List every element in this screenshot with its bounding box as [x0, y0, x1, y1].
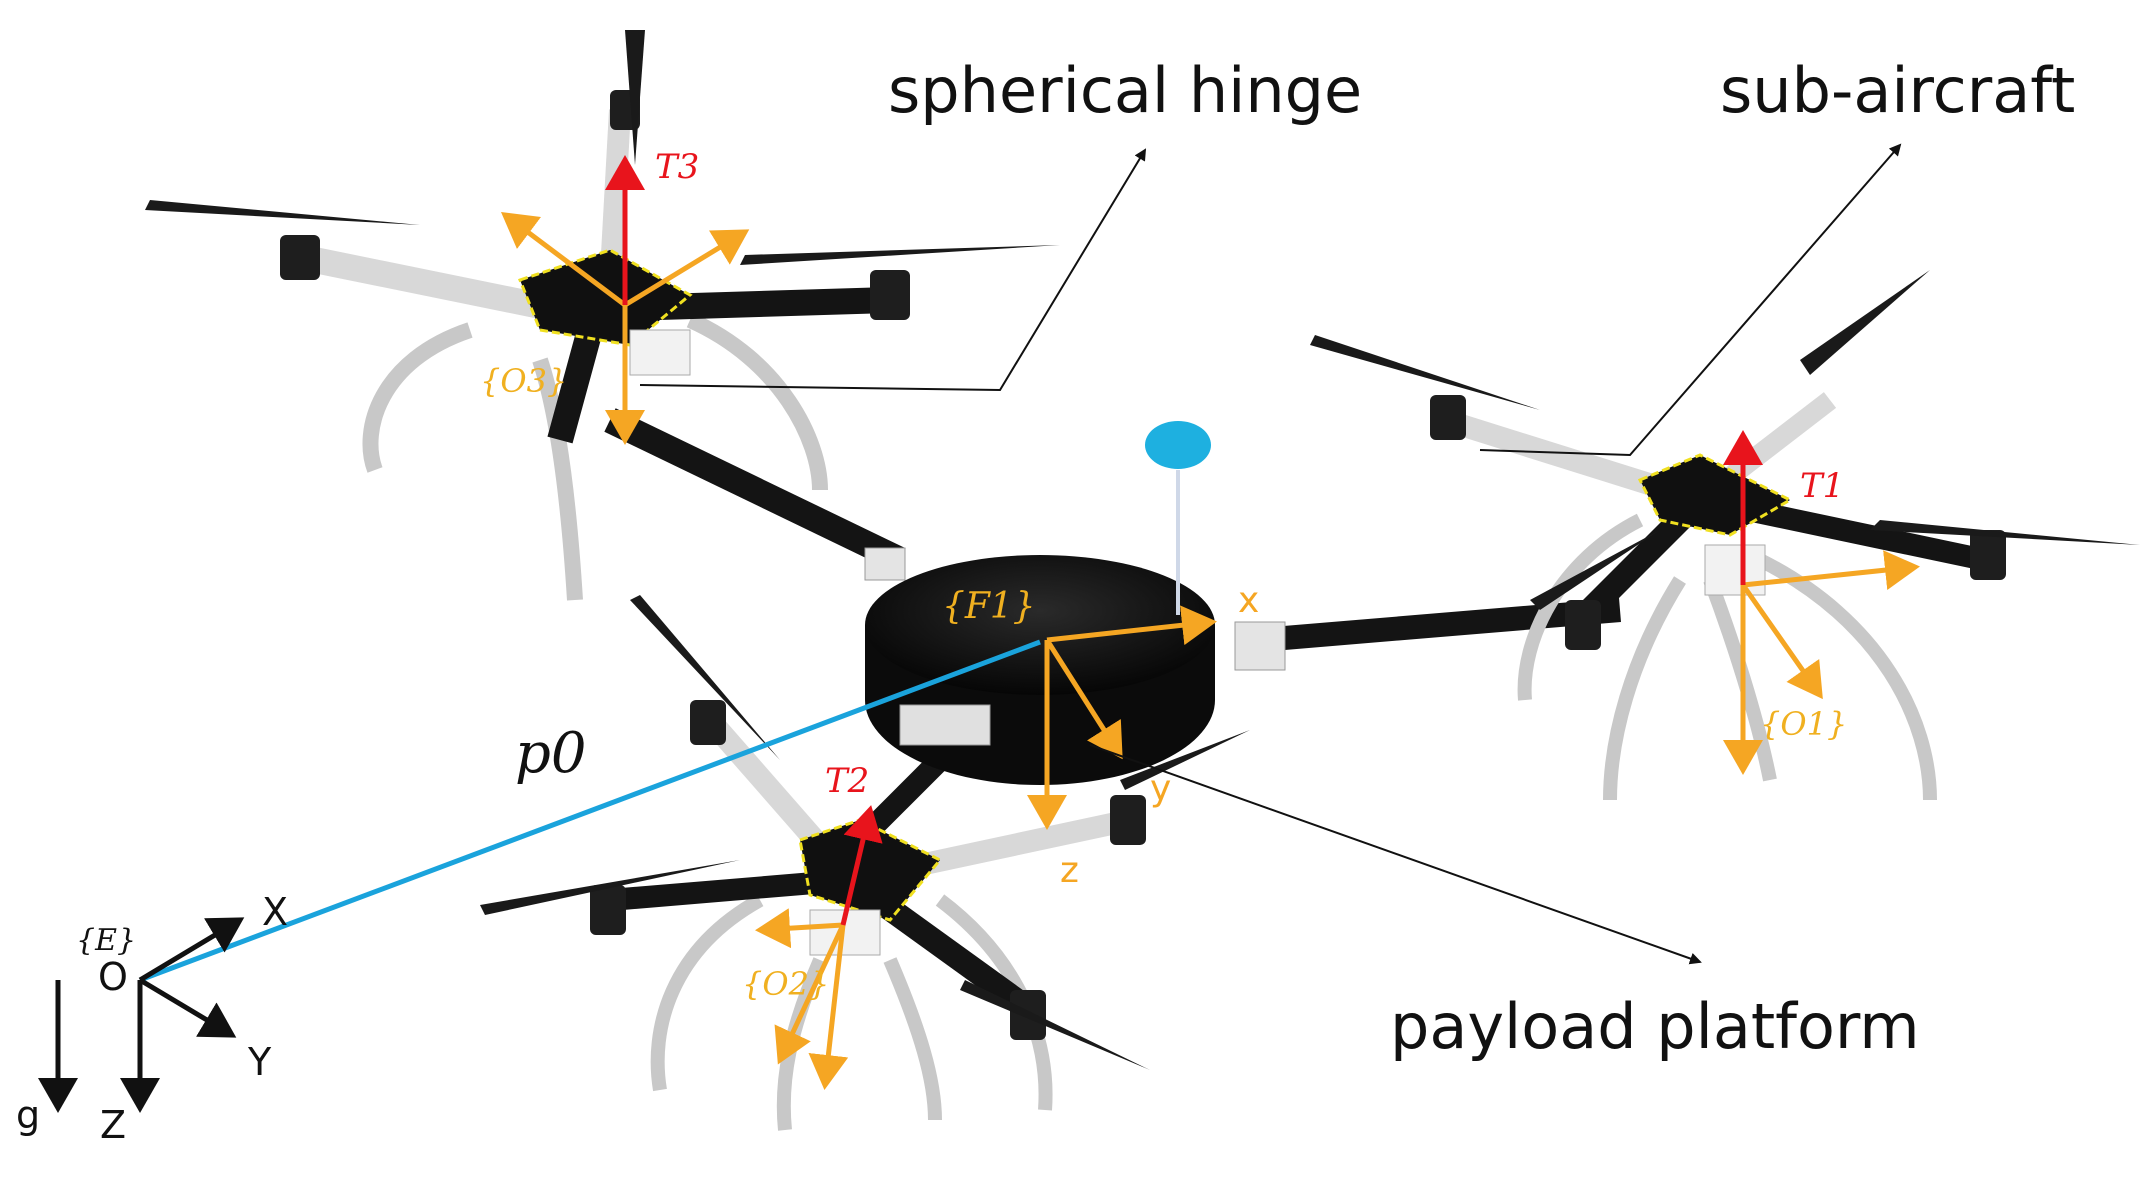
sub-aircraft-3	[145, 30, 1060, 601]
T2-arrow	[840, 805, 883, 926]
label-position-p0: p0	[515, 721, 586, 786]
propeller-3a	[145, 200, 420, 225]
landing-gear-1d	[1703, 577, 1777, 782]
motor-2b	[1110, 795, 1146, 845]
label-platform-axis-z: z	[1060, 850, 1079, 891]
landing-gear-2d	[883, 957, 942, 1121]
rod-to-drone-1	[1259, 598, 1621, 652]
O2-axis-a	[755, 908, 844, 949]
motor-2c	[590, 885, 626, 935]
propeller-1c	[1800, 270, 1930, 375]
leader-lines	[639, 143, 1902, 965]
label-frame-F1: {F1}	[942, 586, 1036, 627]
leader-payload-platform	[1089, 744, 1702, 965]
O1-axis-y	[1740, 583, 1823, 700]
motor-3b	[870, 270, 910, 320]
landing-gear-3c	[532, 357, 583, 601]
flight-board-3	[518, 248, 693, 347]
motor-1b	[1970, 530, 2006, 580]
F1-axis-x	[1046, 605, 1217, 646]
platform-bracket	[899, 704, 991, 746]
O2-axis-b	[774, 923, 846, 1065]
label-earth-frame-E: {E}	[76, 923, 136, 958]
propeller-1b	[1870, 520, 2140, 545]
sub-aircraft-1	[1310, 270, 2140, 801]
label-platform-axis-x: x	[1238, 580, 1259, 621]
label-earth-axis-Z: Z	[100, 1103, 126, 1147]
payload-platform	[865, 421, 1215, 785]
O1-axis-x	[1742, 550, 1920, 591]
arm-3-left	[287, 242, 563, 323]
F1-axis-y	[1044, 638, 1123, 760]
flight-board-2	[798, 818, 943, 922]
motor-3a	[280, 235, 320, 280]
propeller-2c	[960, 980, 1150, 1070]
frame-O2-axes	[755, 805, 883, 1090]
landing-gear-1b	[1756, 553, 1937, 801]
label-thrust-T2: T2	[825, 761, 869, 801]
O2-axis-c	[808, 924, 849, 1090]
O3-axis-b	[623, 229, 750, 308]
label-earth-axis-X: X	[262, 890, 288, 934]
landing-gear-1c	[1603, 576, 1686, 801]
label-payload-platform: payload platform	[1390, 990, 1920, 1063]
battery-1	[1704, 544, 1766, 596]
propeller-2b	[480, 860, 740, 915]
motor-2a	[690, 700, 726, 745]
rod-to-drone-3	[604, 408, 906, 572]
battery-3	[629, 329, 691, 376]
label-platform-axis-y: y	[1150, 768, 1171, 809]
platform-disc-top	[865, 555, 1215, 695]
label-earth-axis-Y: Y	[247, 1040, 272, 1084]
label-frame-O1: {O1}	[1760, 705, 1847, 743]
gps-antenna	[1145, 421, 1211, 469]
label-thrust-T3: T3	[655, 147, 699, 187]
label-frame-O2: {O2}	[742, 965, 829, 1003]
leader-spherical-hinge	[639, 148, 1147, 392]
earth-frame-axes	[38, 917, 245, 1113]
propeller-2d	[1120, 730, 1250, 790]
rod-clamp-1	[1234, 621, 1286, 671]
arm-3-down	[547, 326, 603, 444]
label-frame-O3: {O3}	[480, 362, 567, 400]
label-spherical-hinge: spherical hinge	[888, 54, 1362, 127]
label-thrust-T1: T1	[1800, 466, 1844, 506]
propeller-1a	[1310, 335, 1540, 410]
propeller-2a	[630, 595, 780, 760]
earth-axis-X	[138, 917, 245, 983]
rod-clamp-3	[864, 547, 906, 581]
label-earth-origin-O: O	[98, 955, 128, 999]
earth-axis-Y	[138, 977, 237, 1038]
flight-board-1	[1637, 453, 1794, 537]
landing-gear-3b	[686, 312, 828, 491]
frame-O3-axes	[501, 155, 750, 445]
label-gravity-g: g	[16, 1093, 40, 1137]
propeller-3b	[740, 245, 1060, 265]
frame-O1-axes	[1723, 430, 1920, 775]
propeller-3c	[625, 30, 645, 165]
motor-1c	[1565, 600, 1601, 650]
leader-sub-aircraft	[1479, 143, 1902, 457]
motor-1a	[1430, 395, 1466, 440]
sub-aircraft-2	[480, 595, 1250, 1131]
position-vector-p0	[139, 639, 1041, 983]
landing-gear-3a	[362, 322, 473, 473]
propeller-1d	[1530, 530, 1660, 610]
frame-F1-axes	[1027, 605, 1217, 830]
landing-gear-2a	[650, 893, 764, 1092]
O3-axis-a	[501, 212, 627, 307]
label-sub-aircraft: sub-aircraft	[1720, 54, 2075, 127]
